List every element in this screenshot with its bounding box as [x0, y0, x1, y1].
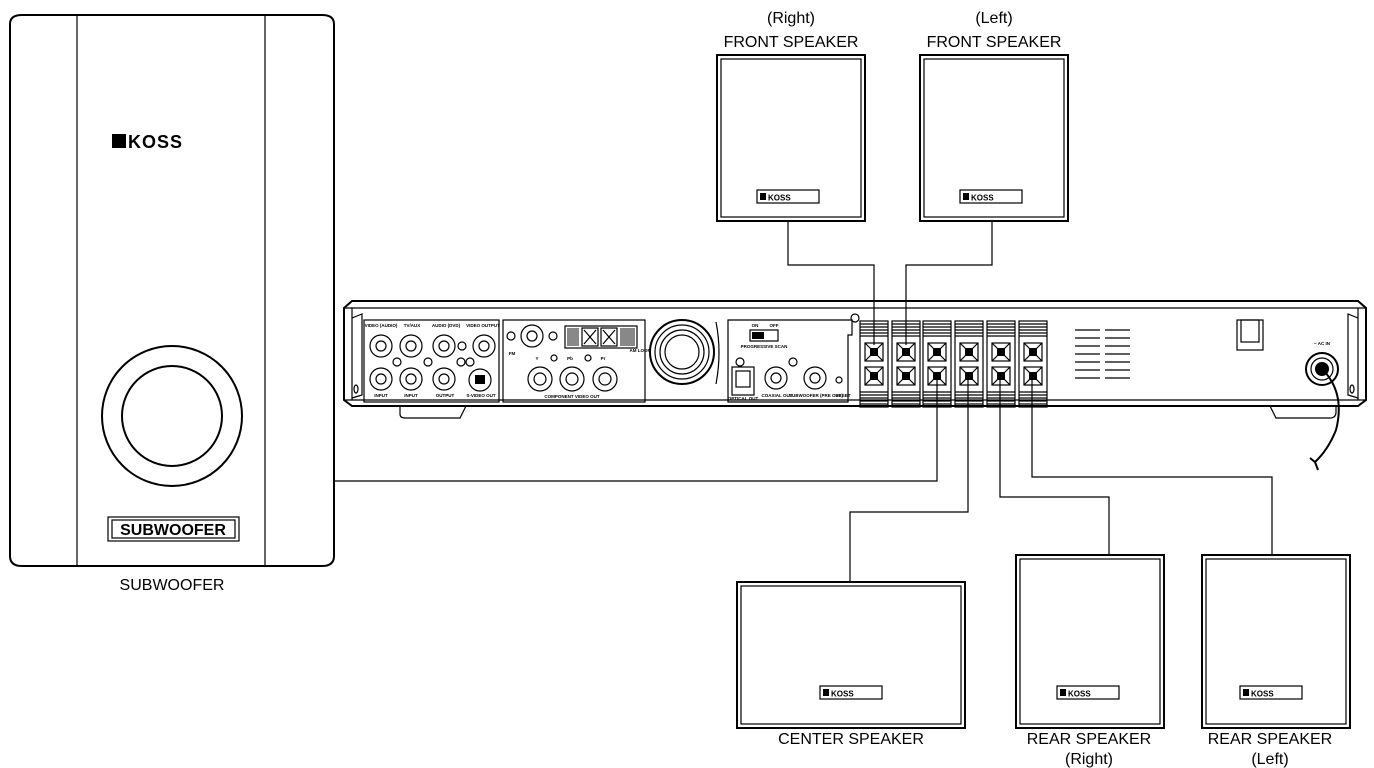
subwoofer-badge: SUBWOOFER — [120, 522, 226, 539]
label-reset: RESET — [835, 393, 850, 398]
front-right-speaker: (Right) FRONT SPEAKER KOSS — [716, 10, 866, 222]
av-jacks — [369, 334, 496, 392]
subwoofer-caption: SUBWOOFER — [120, 577, 225, 594]
wire-rear-right — [999, 375, 1110, 555]
wire-front-right — [787, 221, 875, 345]
label-svideo-out: S-VIDEO OUT — [466, 393, 496, 398]
front-right-label-1: (Right) — [767, 10, 815, 27]
rear-left-label-2: (Left) — [1251, 751, 1288, 768]
label-pb: Pb — [567, 356, 573, 361]
subwoofer-logo: KOSS — [128, 132, 183, 152]
speaker-wires — [334, 221, 1273, 582]
label-input-2: INPUT — [404, 393, 418, 398]
rear-right-speaker: KOSS REAR SPEAKER (Right) — [1015, 554, 1165, 768]
wire-front-left — [905, 221, 993, 345]
speaker-terminal-block — [1018, 320, 1048, 408]
label-off: OFF — [770, 323, 779, 328]
label-input-1: INPUT — [374, 393, 388, 398]
speaker-terminal-block — [954, 320, 984, 408]
center-caption: CENTER SPEAKER — [778, 731, 924, 748]
label-subwoofer-pre-out: SUBWOOFER (PRE OUT) — [789, 393, 843, 398]
wire-center — [849, 375, 969, 582]
front-right-label-2: FRONT SPEAKER — [724, 34, 859, 51]
label-fm: FM — [509, 351, 516, 356]
label-on: ON — [752, 323, 759, 328]
label-ac-in: ~ AC IN — [1314, 341, 1330, 346]
label-audio-dvd: AUDIO (DVD) — [432, 323, 461, 328]
rear-left-label-1: REAR SPEAKER — [1208, 731, 1332, 748]
center-logo: KOSS — [831, 690, 854, 699]
front-left-logo: KOSS — [971, 194, 994, 203]
front-left-speaker: (Left) FRONT SPEAKER KOSS — [919, 10, 1069, 222]
power-cord — [1309, 371, 1340, 471]
rear-left-speaker: KOSS REAR SPEAKER (Left) — [1201, 554, 1351, 768]
front-right-logo: KOSS — [768, 194, 791, 203]
front-left-label-2: FRONT SPEAKER — [927, 34, 1062, 51]
label-y: Y — [535, 356, 538, 361]
rear-right-label-1: REAR SPEAKER — [1027, 731, 1151, 748]
speaker-terminal-block — [986, 320, 1016, 408]
receiver-unit: VIDEO (AUDIO) TV/AUX AUDIO (DVD) VIDEO O… — [343, 300, 1367, 471]
rear-right-logo: KOSS — [1068, 690, 1091, 699]
label-output: OUTPUT — [436, 393, 455, 398]
label-optical-out: OPTICAL OUT — [728, 396, 759, 401]
wire-rear-left — [1031, 375, 1273, 555]
subwoofer-unit: KOSS SUBWOOFER SUBWOOFER — [9, 14, 335, 594]
wire-subwoofer — [334, 375, 938, 482]
cooling-fan — [649, 319, 720, 385]
speaker-terminals — [859, 320, 1048, 408]
rear-left-logo: KOSS — [1251, 690, 1274, 699]
label-component-video-out: COMPONENT VIDEO OUT — [544, 394, 600, 399]
label-am-loop: AM LOOP — [630, 348, 651, 353]
label-coaxial-out: COAXIAL OUT — [762, 393, 793, 398]
label-tv-aux: TV/AUX — [404, 323, 421, 328]
rear-right-label-2: (Right) — [1065, 751, 1113, 768]
vent-slots — [1075, 329, 1130, 379]
label-progressive-scan: PROGRESSIVE SCAN — [741, 344, 788, 349]
subwoofer-woofer-outer — [101, 345, 243, 487]
subwoofer-woofer-inner — [121, 365, 223, 467]
subwoofer-logo-mark — [112, 134, 126, 148]
subwoofer-badge-frame — [107, 516, 240, 542]
label-pr: Pr — [601, 356, 606, 361]
center-speaker: KOSS CENTER SPEAKER — [736, 581, 966, 748]
label-video-output: VIDEO OUTPUT — [466, 323, 500, 328]
label-video-audio: VIDEO (AUDIO) — [365, 323, 398, 328]
front-left-label-1: (Left) — [975, 10, 1012, 27]
